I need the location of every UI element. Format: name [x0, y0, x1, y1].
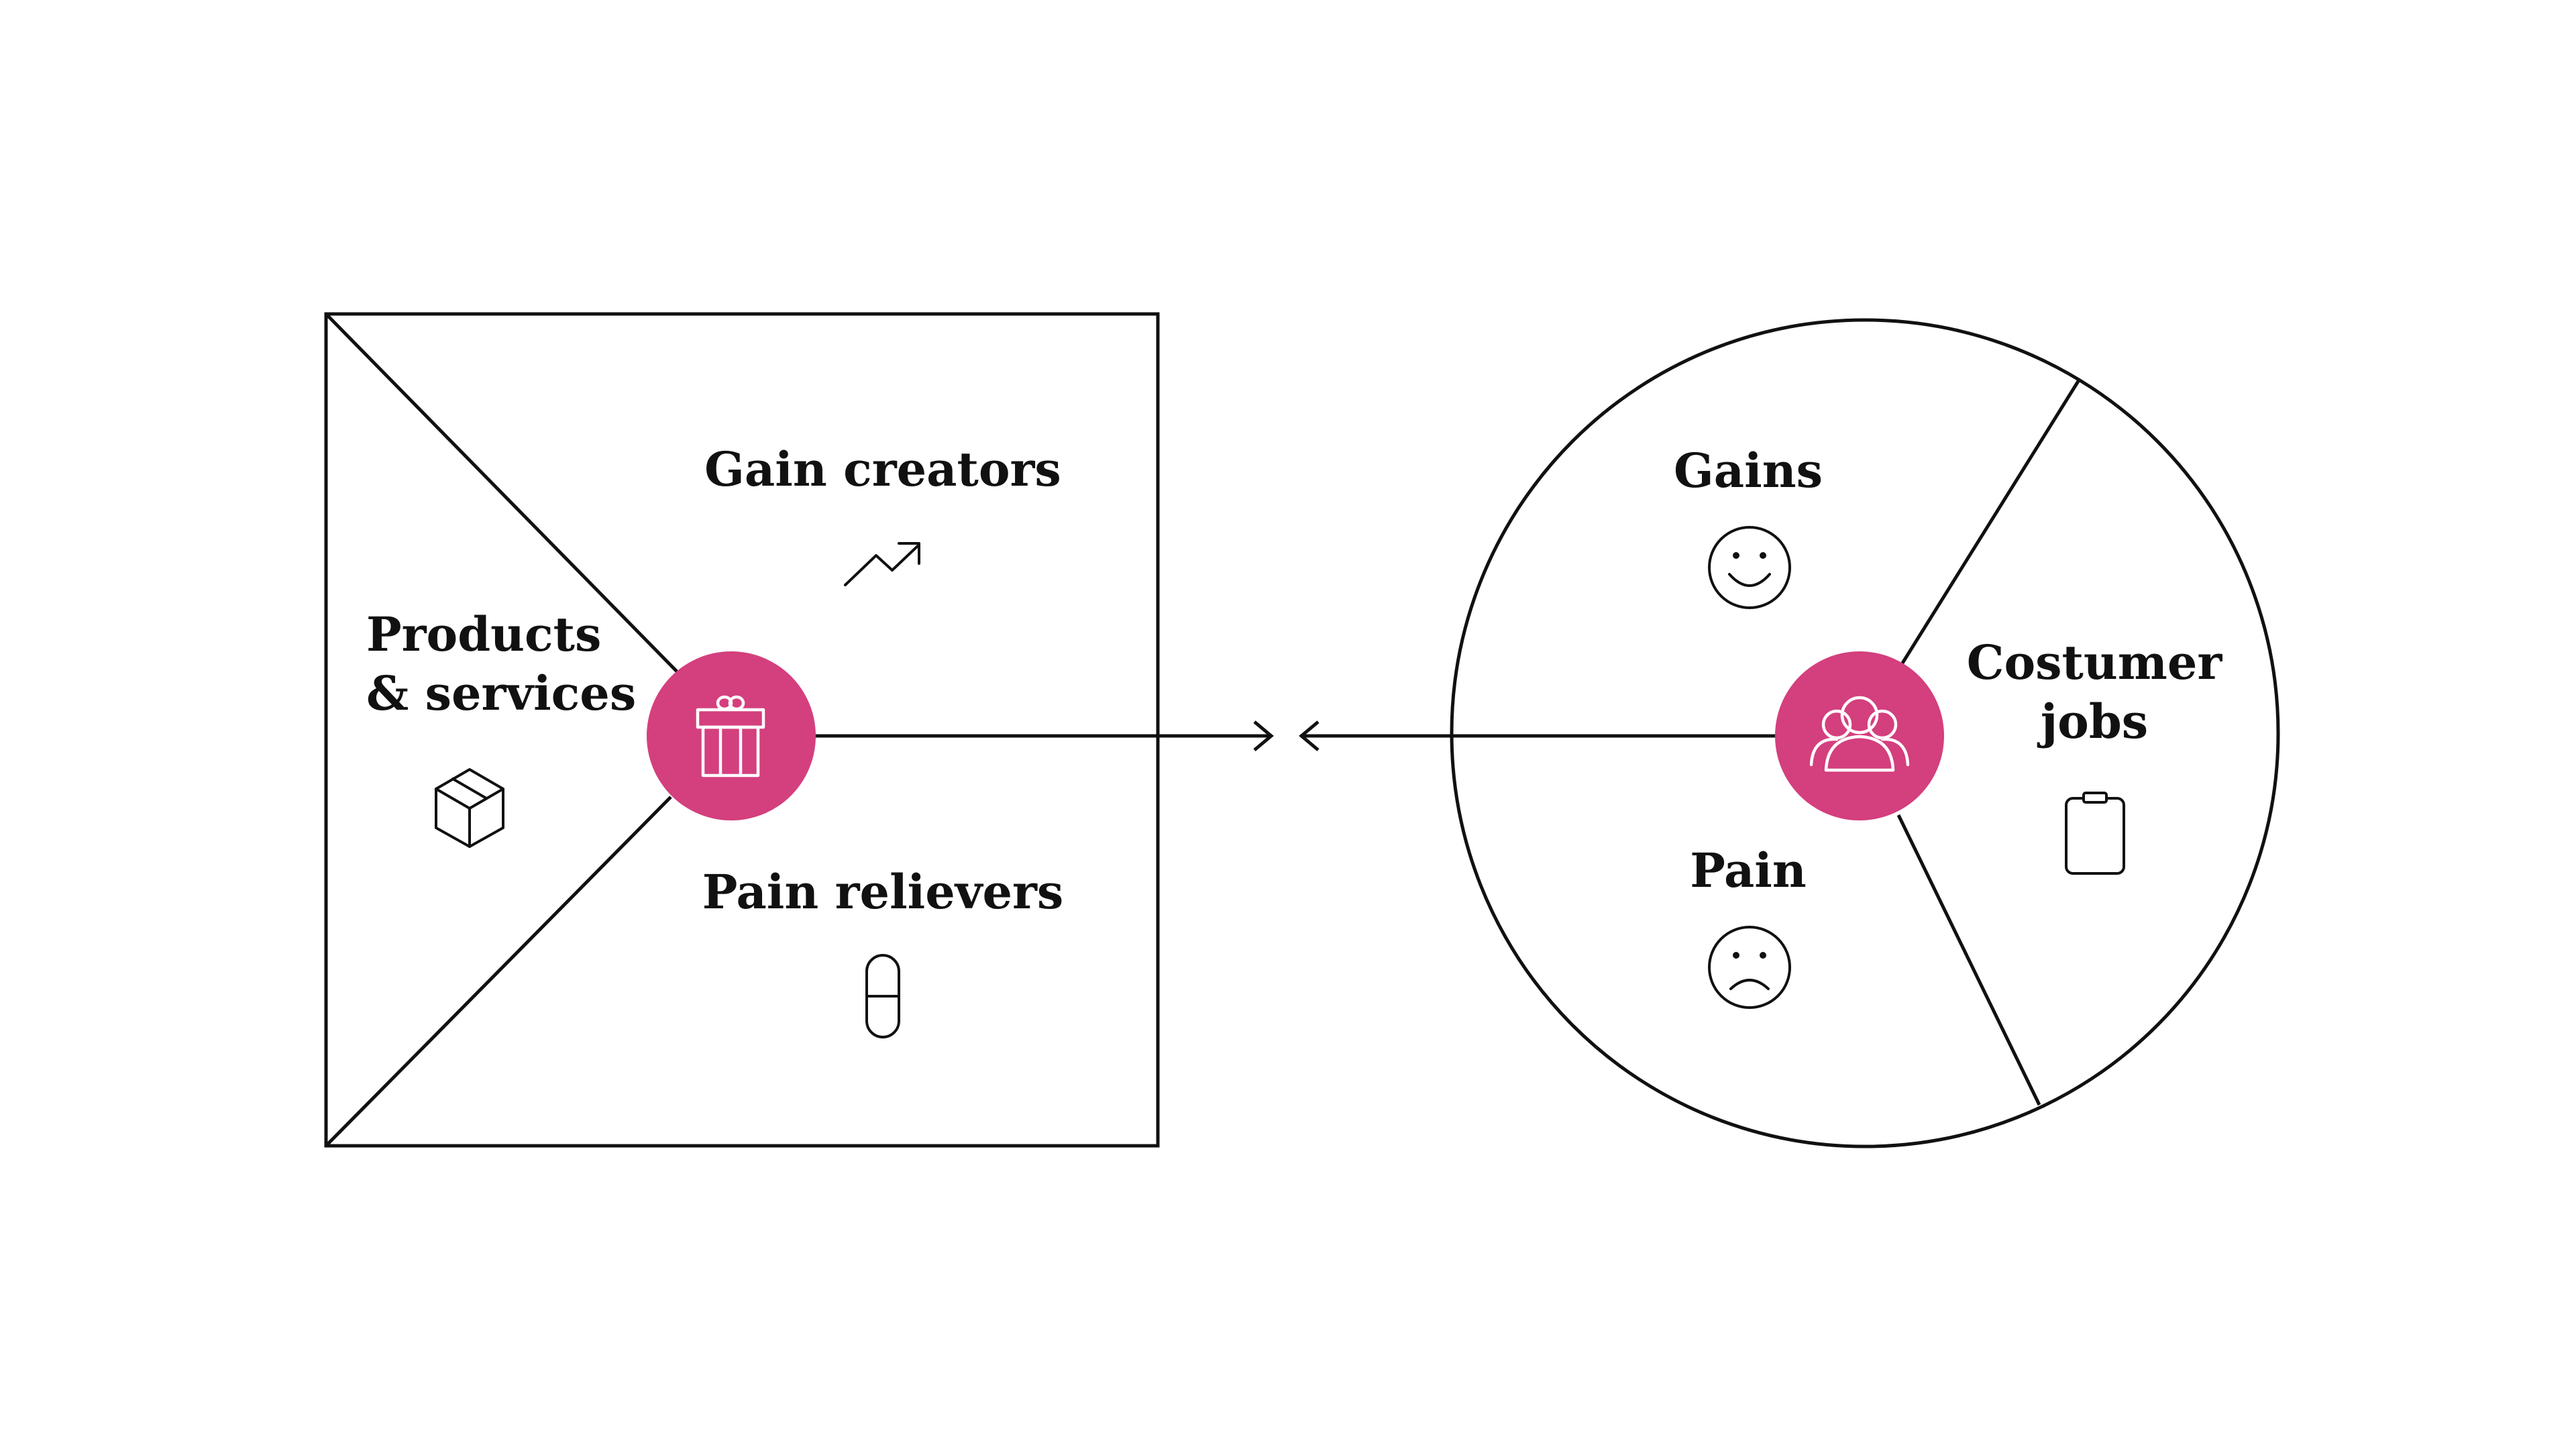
customer-divider-bottom: [1896, 814, 2041, 1106]
customer-jobs-label-line1: Costumer: [1967, 635, 2223, 690]
customer-profile-circle: [1450, 318, 2280, 1148]
gains-label: Gains: [1674, 443, 1823, 498]
trend-up-icon: [844, 542, 920, 586]
clipboard-icon: [2065, 792, 2125, 875]
products-label-line2: & services: [366, 665, 636, 721]
pill-icon: [865, 954, 900, 1038]
frown-icon: [1708, 926, 1791, 1009]
products-label-line1: Products: [366, 606, 601, 662]
customer-divider-top: [1900, 378, 2082, 665]
value-map-divider-top: [325, 313, 679, 674]
arrow-right-head: [1253, 720, 1274, 751]
gift-icon: [696, 695, 765, 777]
value-map-center-circle: [647, 651, 816, 820]
smile-icon: [1708, 526, 1791, 609]
pain-relievers-label: Pain relievers: [702, 864, 1064, 920]
value-map: Gain creators Products & services Pain r…: [324, 312, 1271, 1148]
customer-jobs-label-line2: jobs: [2037, 694, 2148, 749]
gain-creators-label: Gain creators: [704, 441, 1061, 497]
pain-label: Pain: [1690, 843, 1807, 898]
value-map-square: [324, 312, 1160, 1148]
box-icon: [435, 768, 504, 848]
customer-profile: Gains Pain Costumer jobs: [1301, 318, 2280, 1148]
people-icon: [1809, 696, 1910, 772]
value-map-divider-bottom: [325, 796, 672, 1147]
